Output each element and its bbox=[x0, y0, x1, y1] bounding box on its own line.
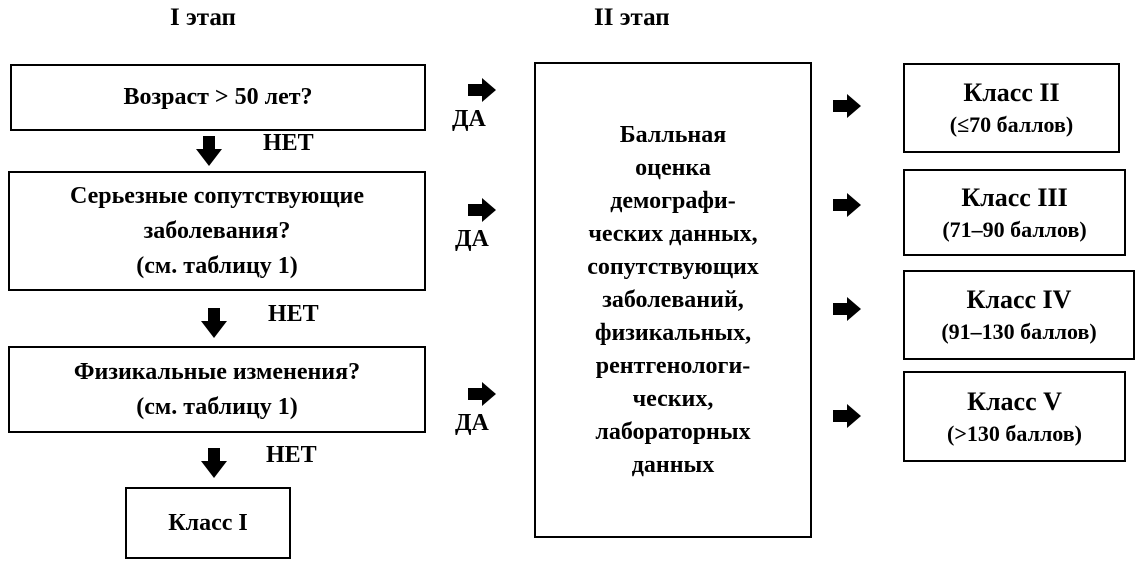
yes-label-2: ДА bbox=[455, 226, 489, 252]
no-label-2: НЕТ bbox=[268, 301, 319, 327]
scoring-line: ческих данных, bbox=[588, 220, 758, 247]
down-arrow-icon bbox=[201, 308, 227, 338]
right-arrow-icon bbox=[468, 198, 496, 222]
yes-label-3: ДА bbox=[455, 410, 489, 436]
right-arrow-icon bbox=[833, 404, 861, 428]
class-5-title: Класс V bbox=[967, 386, 1062, 416]
class-5-range: (>130 баллов) bbox=[947, 420, 1082, 446]
yes-label-1: ДА bbox=[452, 106, 486, 132]
class-2-title: Класс II bbox=[963, 78, 1060, 107]
scoring-line: данных bbox=[631, 451, 715, 478]
class-4-box: Класс IV (91–130 баллов) bbox=[903, 270, 1135, 360]
physical-line-2: (см. таблицу 1) bbox=[136, 393, 298, 420]
scoring-line: ческих, bbox=[632, 385, 714, 412]
class-5-box: Класс V (>130 баллов) bbox=[903, 371, 1126, 462]
scoring-line: Балльная bbox=[619, 121, 727, 148]
class-3-range: (71–90 баллов) bbox=[942, 216, 1087, 242]
scoring-line: сопутствующих bbox=[587, 253, 759, 280]
class-1-label: Класс I bbox=[168, 509, 248, 536]
stage-2-heading: II этап bbox=[594, 4, 670, 31]
comorbidity-question-box: Серьезные сопутствующие заболевания? (см… bbox=[8, 171, 426, 291]
right-arrow-icon bbox=[468, 382, 496, 406]
down-arrow-icon bbox=[196, 136, 222, 166]
scoring-line: лабораторных bbox=[595, 418, 751, 445]
physical-findings-question-box: Физикальные изменения? (см. таблицу 1) bbox=[8, 346, 426, 433]
age-question-box: Возраст > 50 лет? bbox=[10, 64, 426, 131]
class-2-range: (≤70 баллов) bbox=[949, 112, 1074, 137]
class-4-title: Класс IV bbox=[966, 285, 1072, 314]
scoring-line: физикальных, bbox=[594, 319, 752, 346]
scoring-box: Балльная оценка демографи- ческих данных… bbox=[534, 62, 812, 538]
age-question-text: Возраст > 50 лет? bbox=[123, 84, 313, 110]
scoring-line: демографи- bbox=[610, 187, 736, 214]
down-arrow-icon bbox=[201, 448, 227, 478]
scoring-line: рентгенологи- bbox=[595, 352, 751, 379]
no-label-3: НЕТ bbox=[266, 442, 317, 468]
scoring-line: заболеваний, bbox=[602, 286, 744, 313]
scoring-line: оценка bbox=[635, 154, 711, 181]
comorbidity-line-3: (см. таблицу 1) bbox=[136, 252, 298, 279]
class-3-title: Класс III bbox=[961, 182, 1068, 212]
stage-1-heading: I этап bbox=[170, 4, 236, 31]
class-4-range: (91–130 баллов) bbox=[941, 319, 1097, 344]
right-arrow-icon bbox=[833, 94, 861, 118]
comorbidity-line-1: Серьезные сопутствующие bbox=[69, 182, 365, 209]
class-1-box: Класс I bbox=[125, 487, 291, 559]
right-arrow-icon bbox=[833, 193, 861, 217]
class-3-box: Класс III (71–90 баллов) bbox=[903, 169, 1126, 256]
comorbidity-line-2: заболевания? bbox=[143, 217, 291, 244]
class-2-box: Класс II (≤70 баллов) bbox=[903, 63, 1120, 153]
right-arrow-icon bbox=[833, 297, 861, 321]
physical-line-1: Физикальные изменения? bbox=[73, 358, 361, 385]
right-arrow-icon bbox=[468, 78, 496, 102]
no-label-1: НЕТ bbox=[263, 130, 314, 156]
